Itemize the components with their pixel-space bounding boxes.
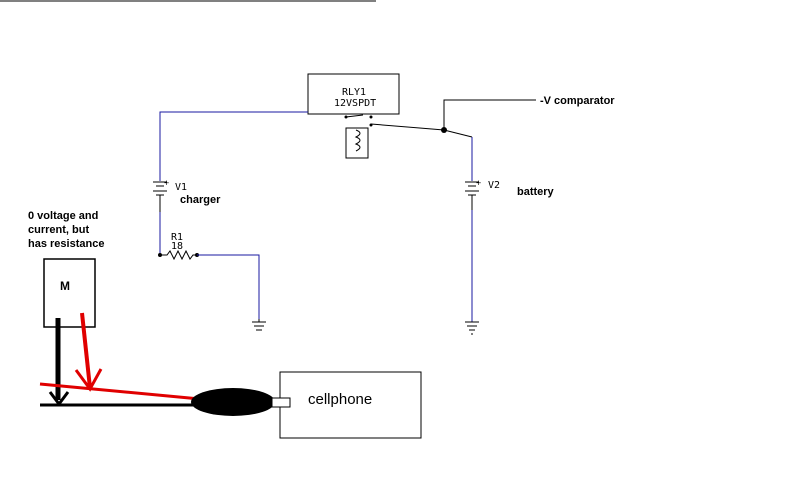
- relay-model: 12VSPDT: [334, 98, 376, 109]
- r1-value: 18: [171, 241, 183, 252]
- battery-v2: + V2 battery: [465, 178, 555, 210]
- v2-ref: V2: [488, 180, 500, 191]
- meter-symbol: M: [60, 279, 70, 293]
- cellphone-box: [279, 371, 422, 439]
- meter-box: [43, 258, 96, 328]
- cellphone-label: cellphone: [308, 391, 372, 408]
- r1-ref: R1: [171, 232, 183, 243]
- resistor-r1: R1 18: [158, 232, 199, 261]
- ground-symbol-1: [252, 319, 266, 331]
- relay-rly1: RLY1 12VSPDT: [307, 73, 445, 159]
- connector-tip-overlay: [271, 397, 291, 408]
- red-probe-lead: [80, 312, 92, 389]
- relay-contact-nc: [369, 115, 373, 119]
- v1-plus-sign: +: [164, 178, 169, 188]
- meter-note-line2: current, but: [28, 224, 89, 236]
- ground-symbol-2: [465, 321, 479, 335]
- v2-plus-sign: +: [476, 178, 481, 188]
- relay-ref: RLY1: [342, 87, 366, 98]
- r1-zigzag: [160, 249, 197, 261]
- v1-label: charger: [180, 194, 221, 206]
- v2-label: battery: [517, 186, 555, 198]
- v1-ref: V1: [175, 182, 187, 193]
- wire-relay-to-v1: [159, 111, 308, 181]
- relay-coil-winding: [354, 129, 361, 152]
- wire-junction-right: [443, 129, 473, 138]
- wire-r1-to-ground: [197, 254, 260, 319]
- wire-to-comparator: [443, 99, 536, 130]
- meter-note-line1: 0 voltage and: [28, 210, 98, 222]
- comparator-label: -V comparator: [540, 95, 615, 107]
- relay-switch-arm: [345, 114, 364, 118]
- red-wire: [39, 382, 201, 401]
- connector-plug: [191, 388, 275, 416]
- relay-box: [307, 73, 400, 115]
- relay-output-line: [370, 123, 445, 131]
- meter-note-line3: has resistance: [28, 238, 104, 250]
- battery-v1: + V1 charger: [153, 178, 221, 212]
